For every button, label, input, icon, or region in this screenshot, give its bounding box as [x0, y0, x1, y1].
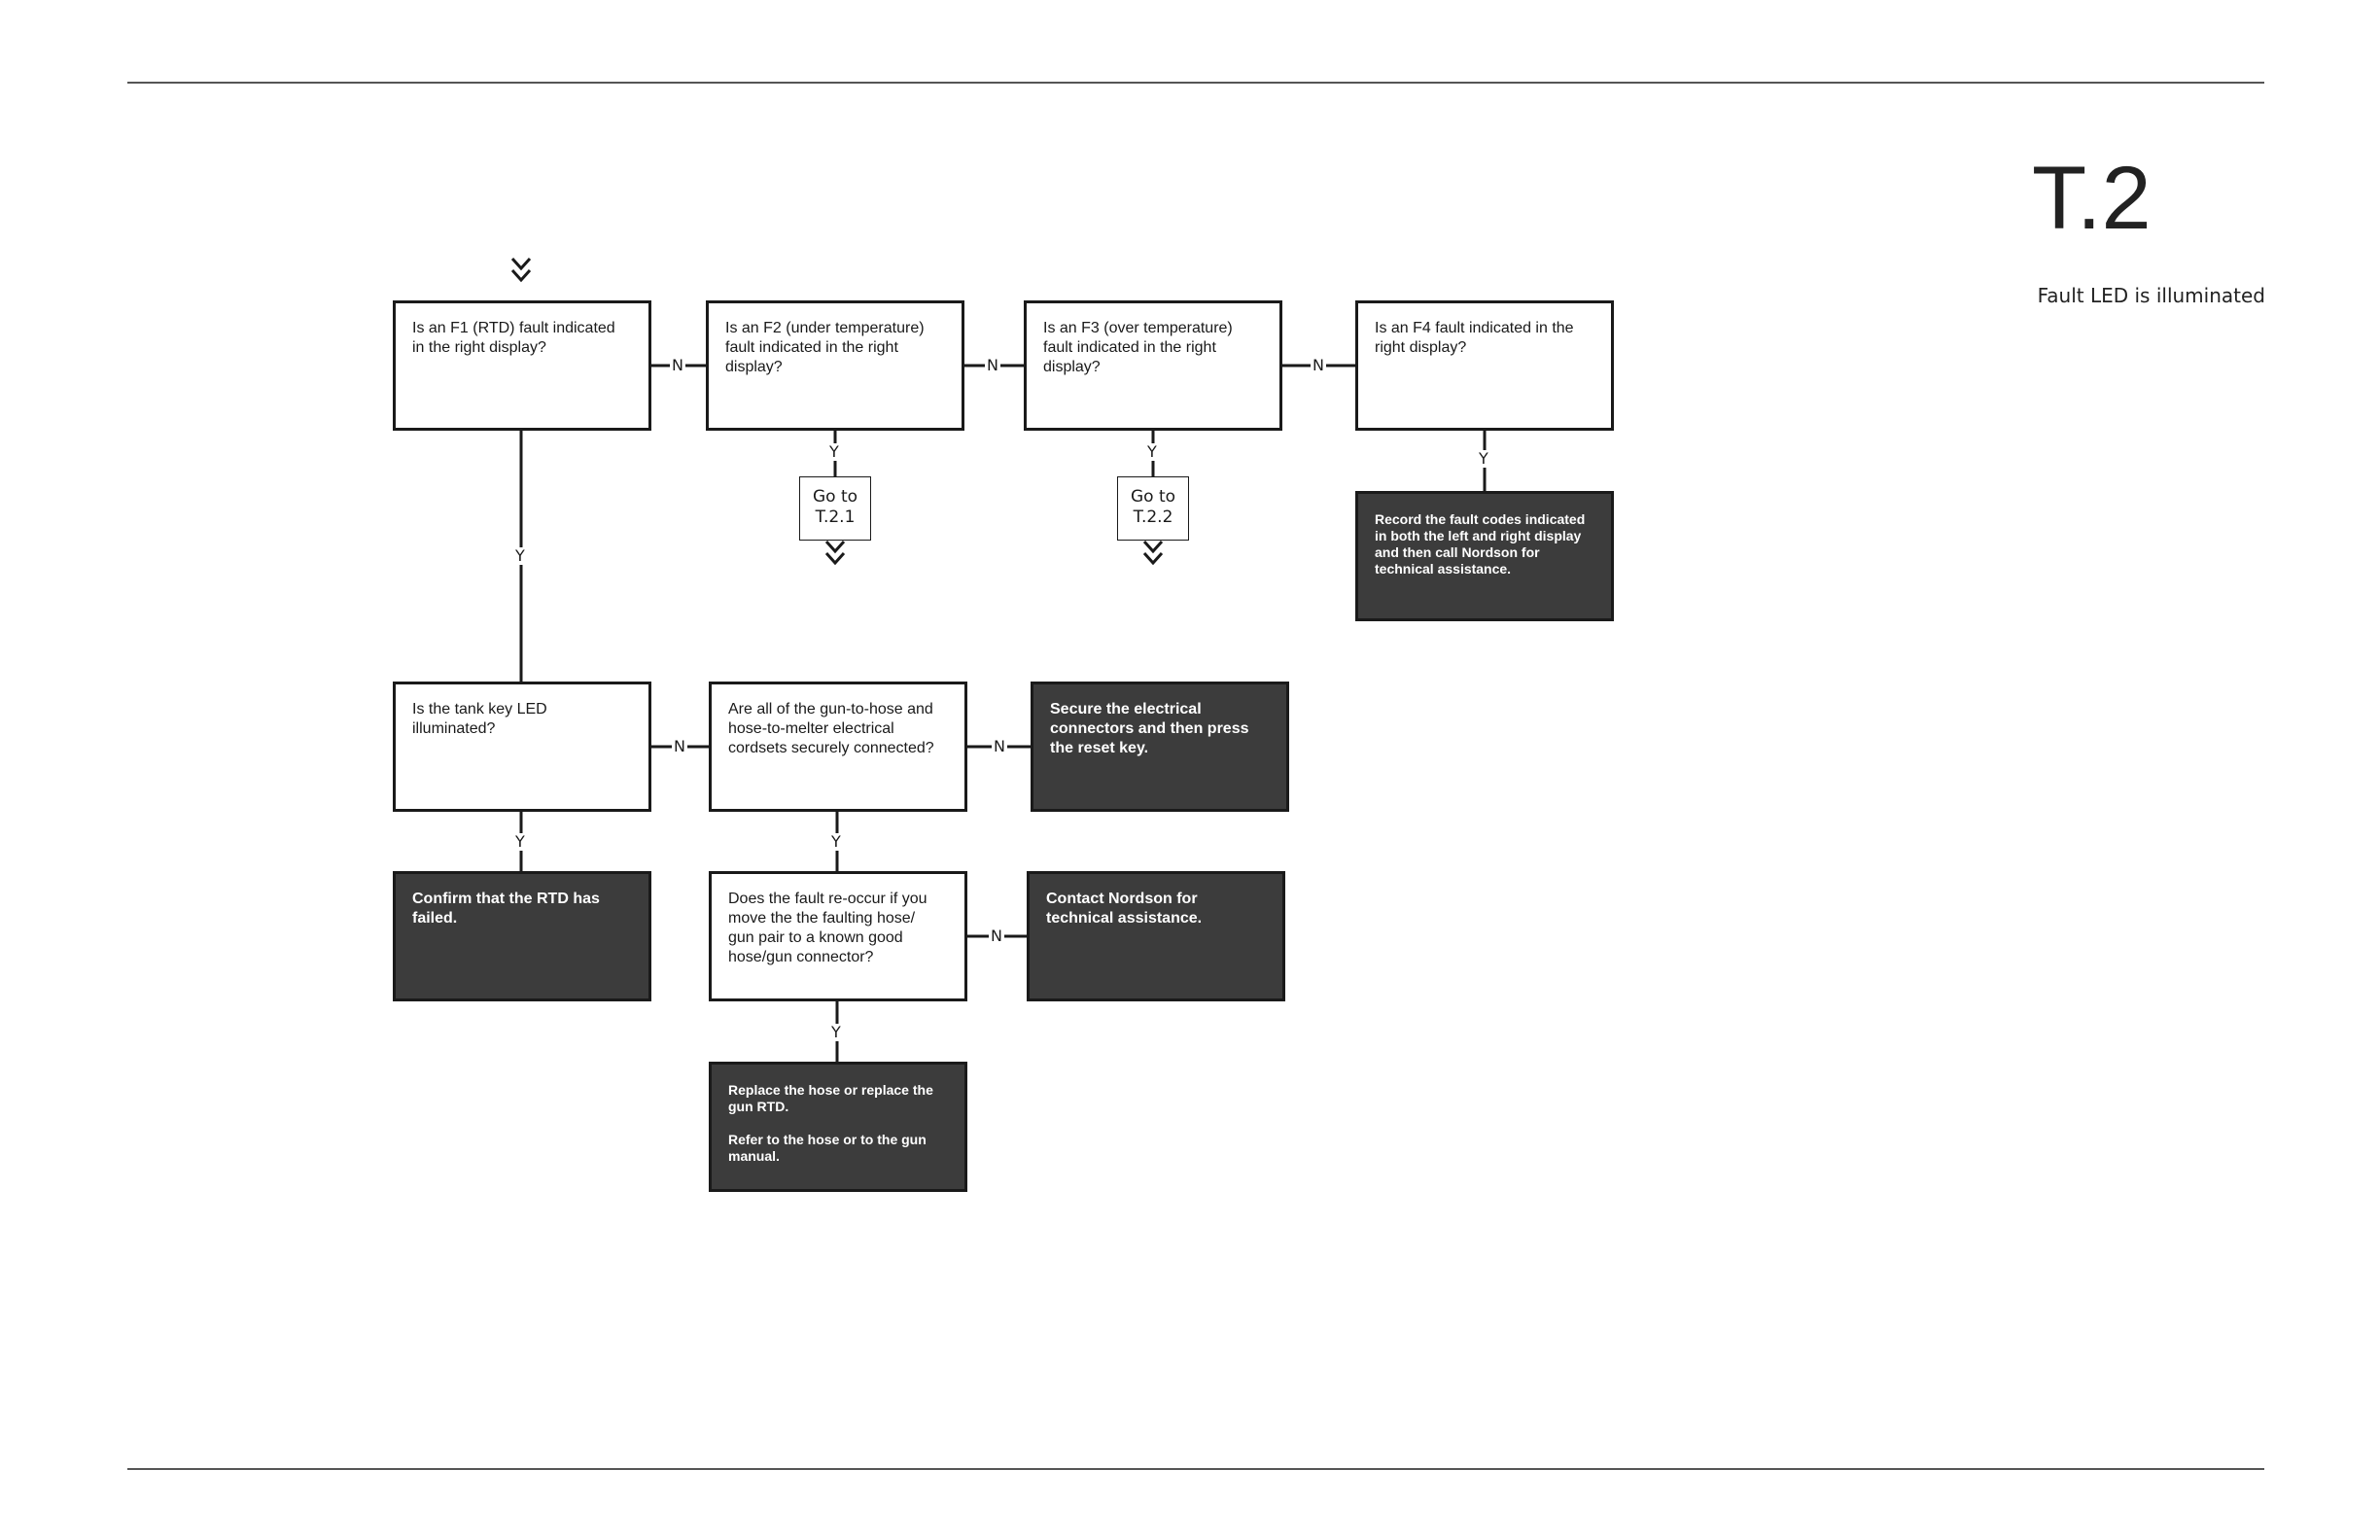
label-yes: Y	[829, 1023, 843, 1041]
top-rule	[127, 82, 2264, 84]
label-yes: Y	[1145, 442, 1159, 461]
action-confirm-rtd-failed: Confirm that the RTD has failed.	[393, 871, 651, 1001]
goto-t221-link[interactable]: Go to T.2.1	[799, 476, 871, 541]
decision-f4-fault: Is an F4 fault indicated in the right di…	[1355, 300, 1614, 431]
label-yes: Y	[1477, 449, 1490, 468]
action-replace-hose-or-rtd: Replace the hose or replace the gun RTD.…	[709, 1062, 967, 1192]
goto-arrow-icon	[824, 551, 846, 566]
decision-tank-led: Is the tank key LED illuminated?	[393, 682, 651, 812]
label-no: N	[989, 927, 1004, 945]
section-number: T.2	[2032, 149, 2152, 248]
action-secure-connectors: Secure the electrical connectors and the…	[1031, 682, 1289, 812]
goto-arrow-icon	[1142, 540, 1164, 554]
label-no: N	[1311, 356, 1326, 374]
decision-f1-fault: Is an F1 (RTD) fault indicated in the ri…	[393, 300, 651, 431]
decision-f3-fault: Is an F3 (over temperature) fault indica…	[1024, 300, 1282, 431]
bottom-rule	[127, 1468, 2264, 1470]
label-yes: Y	[827, 442, 841, 461]
label-yes: Y	[513, 832, 527, 851]
entry-arrow-icon	[510, 257, 532, 271]
label-no: N	[672, 737, 687, 755]
entry-arrow-icon	[510, 268, 532, 283]
action-record-fault-codes: Record the fault codes indicated in both…	[1355, 491, 1614, 621]
decision-cordsets: Are all of the gun-to-hose and hose-to-m…	[709, 682, 967, 812]
goto-t222-link[interactable]: Go to T.2.2	[1117, 476, 1189, 541]
action-contact-nordson: Contact Nordson for technical assistance…	[1027, 871, 1285, 1001]
goto-arrow-icon	[1142, 551, 1164, 566]
section-subtitle: Fault LED is illuminated	[2037, 284, 2265, 307]
goto-arrow-icon	[824, 540, 846, 554]
decision-f2-fault: Is an F2 (under temperature) fault indic…	[706, 300, 964, 431]
label-yes: Y	[829, 832, 843, 851]
label-no: N	[992, 737, 1007, 755]
label-no: N	[670, 356, 685, 374]
decision-fault-reoccur: Does the fault re-occur if you move the …	[709, 871, 967, 1001]
label-yes: Y	[513, 546, 527, 565]
label-no: N	[985, 356, 1000, 374]
